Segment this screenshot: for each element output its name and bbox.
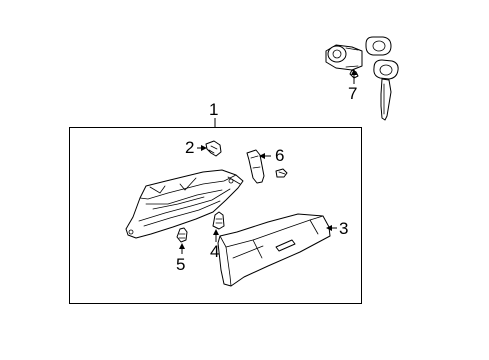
arrow-3 (326, 225, 332, 231)
clip (205, 140, 222, 157)
callout-1: 1 (209, 100, 218, 119)
arrow-2 (201, 145, 207, 151)
callout-5: 5 (176, 255, 185, 274)
bumper (212, 211, 225, 230)
callout-2: 2 (185, 138, 194, 157)
stopper (176, 227, 188, 243)
assembly-frame (69, 127, 362, 304)
arrow-7 (351, 69, 357, 75)
lock-cylinder-and-keys (325, 36, 399, 121)
callout-4: 4 (210, 242, 219, 261)
arrow-4 (213, 229, 219, 235)
arrow-6 (259, 153, 265, 159)
callout-6: 6 (275, 146, 284, 165)
arrow-5 (179, 243, 185, 249)
glove-box-frame (125, 169, 244, 239)
damper-with-screw (246, 149, 288, 184)
callout-7: 7 (348, 84, 357, 103)
callout-3: 3 (339, 219, 348, 238)
glove-box-compartment (217, 213, 331, 287)
